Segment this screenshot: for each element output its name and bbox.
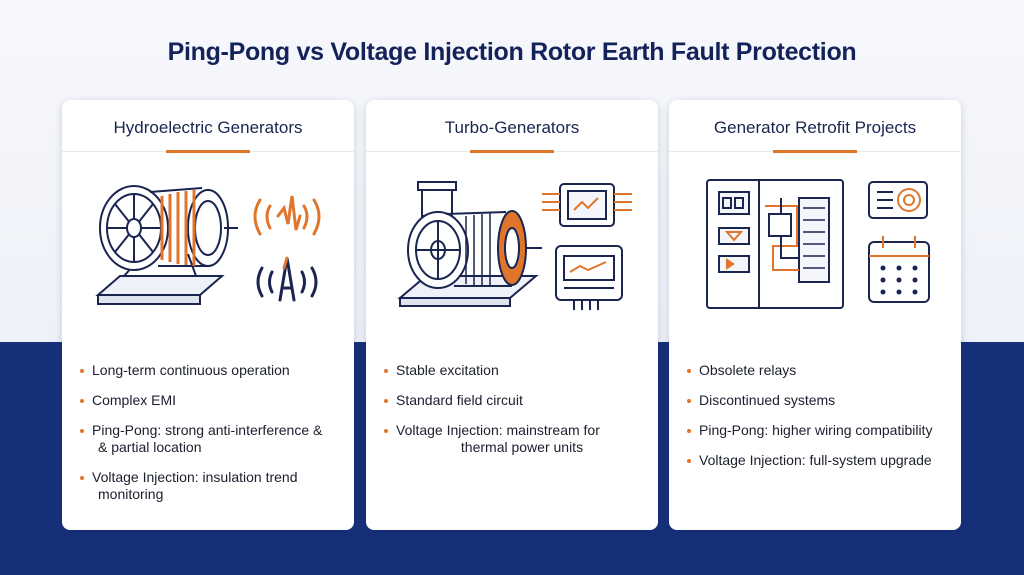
page-title: Ping-Pong vs Voltage Injection Rotor Ear… (167, 38, 857, 66)
list-item: Stable excitation (384, 362, 648, 379)
turbo-illustration (397, 181, 632, 310)
card-header: Hydroelectric Generators (62, 100, 354, 152)
card-title: Generator Retrofit Projects (713, 118, 917, 137)
relay-device-icon (555, 245, 623, 310)
list-item: Ping-Pong: strong anti-interference && p… (80, 422, 344, 456)
card-hydroelectric: Hydroelectric Generators (62, 100, 354, 530)
signal-waves-icon (253, 195, 321, 236)
monitor-chip-icon (542, 183, 632, 227)
list-item: Discontinued systems (687, 392, 951, 409)
list-item: Ping-Pong: higher wiring compatibility (687, 422, 951, 439)
card-header: Generator Retrofit Projects (669, 100, 961, 152)
hydro-generator-icon (95, 185, 238, 305)
card-title: Hydroelectric Generators (113, 118, 303, 137)
card-title: Turbo-Generators (444, 118, 580, 137)
card-retrofit: Generator Retrofit Projects (669, 100, 961, 530)
control-panel-icon (706, 179, 844, 309)
retrofit-illustration (706, 179, 930, 309)
list-item: Standard field circuit (384, 392, 648, 409)
hydro-illustration (95, 185, 321, 305)
list-item: Obsolete relays (687, 362, 951, 379)
turbo-generator-icon (397, 181, 542, 307)
card-accent-bar (773, 150, 857, 153)
card-accent-bar (470, 150, 554, 153)
card-header: Turbo-Generators (366, 100, 658, 152)
calendar-icon (868, 236, 930, 303)
card-accent-bar (166, 150, 250, 153)
bullet-list: Long-term continuous operation Complex E… (80, 362, 344, 516)
list-item: Voltage Injection: full-system upgrade (687, 452, 951, 469)
bullet-list: Stable excitation Standard field circuit… (384, 362, 648, 469)
list-item: Long-term continuous operation (80, 362, 344, 379)
card-turbo: Turbo-Generators (366, 100, 658, 530)
broadcast-tower-icon (256, 256, 318, 302)
relay-target-icon (868, 181, 928, 219)
list-item: Complex EMI (80, 392, 344, 409)
bullet-list: Obsolete relays Discontinued systems Pin… (687, 362, 951, 482)
